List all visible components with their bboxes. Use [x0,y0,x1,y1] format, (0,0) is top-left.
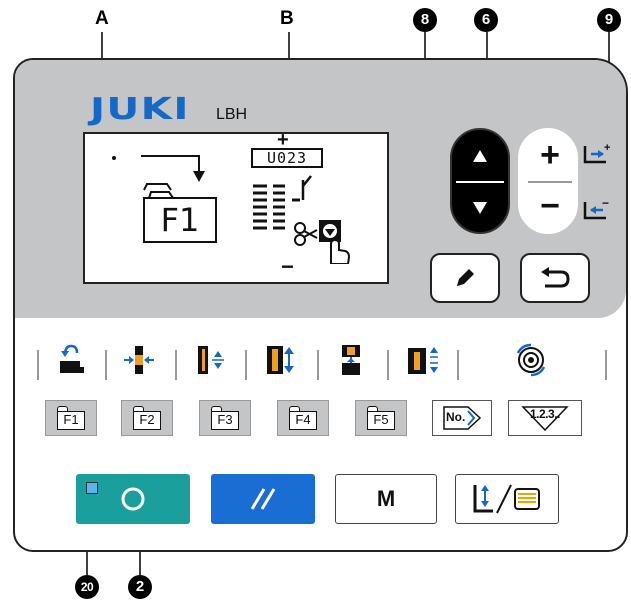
f5-label: F5 [367,411,395,430]
thread-winder-icon[interactable] [51,340,91,380]
folder-label: F1 [160,201,200,239]
f5-key[interactable]: F5 [355,400,407,436]
ready-button[interactable] [76,474,190,524]
model-name: LBH [215,106,248,123]
callout-b: B [280,8,294,29]
tension-dial-icon[interactable] [511,340,551,380]
buttonhole-width-icon[interactable] [119,340,159,380]
minus-key[interactable]: − [540,187,560,225]
counter-icon: 1.2.3.. [521,405,569,431]
separator [37,350,39,380]
winder-icon [473,484,540,514]
f1-key[interactable]: F1 [45,400,97,436]
ready-led [86,482,98,494]
f4-label: F4 [289,411,317,430]
plus-key[interactable]: + [540,136,560,174]
stitch-density-icon[interactable] [401,340,441,380]
separator [175,350,177,380]
reset-icon [250,488,276,510]
f3-label: F3 [211,411,239,430]
up-key[interactable] [452,130,508,181]
pattern-number-key[interactable]: No. [432,400,492,436]
callout-9-badge: 9 [597,8,621,32]
separator [245,350,247,380]
triangle-up-icon [473,149,487,162]
callout-8-badge: 8 [413,8,437,32]
presser-down-icon: − [582,196,612,227]
knife-size-icon[interactable] [261,340,301,380]
brand-logo: JUKI LBH [90,92,248,127]
control-panel: JUKI LBH F1 + U023 [13,58,628,552]
callout-20-badge: 20 [75,575,99,599]
presser-up-icon: + [582,142,612,171]
pattern-number-icon: No. [442,405,482,431]
lcd-screen: F1 + U023 [83,129,389,284]
f4-key[interactable]: F4 [277,400,329,436]
juki-logo: JUKI [90,92,190,127]
svg-text:−: − [602,198,609,210]
cut-length-icon[interactable] [189,340,229,380]
pattern-number-label: No. [446,410,466,424]
separator [457,350,459,380]
ready-icon [121,487,145,511]
separator [317,350,319,380]
f3-key[interactable]: F3 [199,400,251,436]
f2-label: F2 [133,411,161,430]
callout-6-badge: 6 [474,8,498,32]
lcd-plus: + [277,129,289,151]
winder-button[interactable] [455,474,559,524]
return-button[interactable] [520,253,590,303]
f1-label: F1 [57,411,85,430]
pencil-icon [457,269,474,286]
lcd-minus: − [281,254,294,279]
pattern-counter: U023 [251,148,323,168]
up-down-key [450,128,510,234]
callout-a: A [95,8,109,29]
callout-2-badge: 2 [128,575,152,599]
f2-key[interactable]: F2 [121,400,173,436]
separator [387,350,389,380]
sewing-pattern-icon [245,172,385,265]
separator [605,350,607,380]
separator [105,350,107,380]
folder-icon: F1 [139,152,219,244]
triangle-down-icon [473,201,487,214]
edit-button[interactable] [430,253,500,303]
reset-button[interactable] [211,474,315,524]
plus-minus-key: + − [518,128,578,234]
counter-label: 1.2.3.. [530,407,560,421]
counter-key[interactable]: 1.2.3.. [508,400,582,436]
return-arrow-icon [541,267,570,288]
down-key[interactable] [452,183,508,232]
mode-button[interactable]: M [335,474,437,524]
svg-text:+: + [604,142,610,154]
bartack-icon[interactable] [331,340,371,380]
